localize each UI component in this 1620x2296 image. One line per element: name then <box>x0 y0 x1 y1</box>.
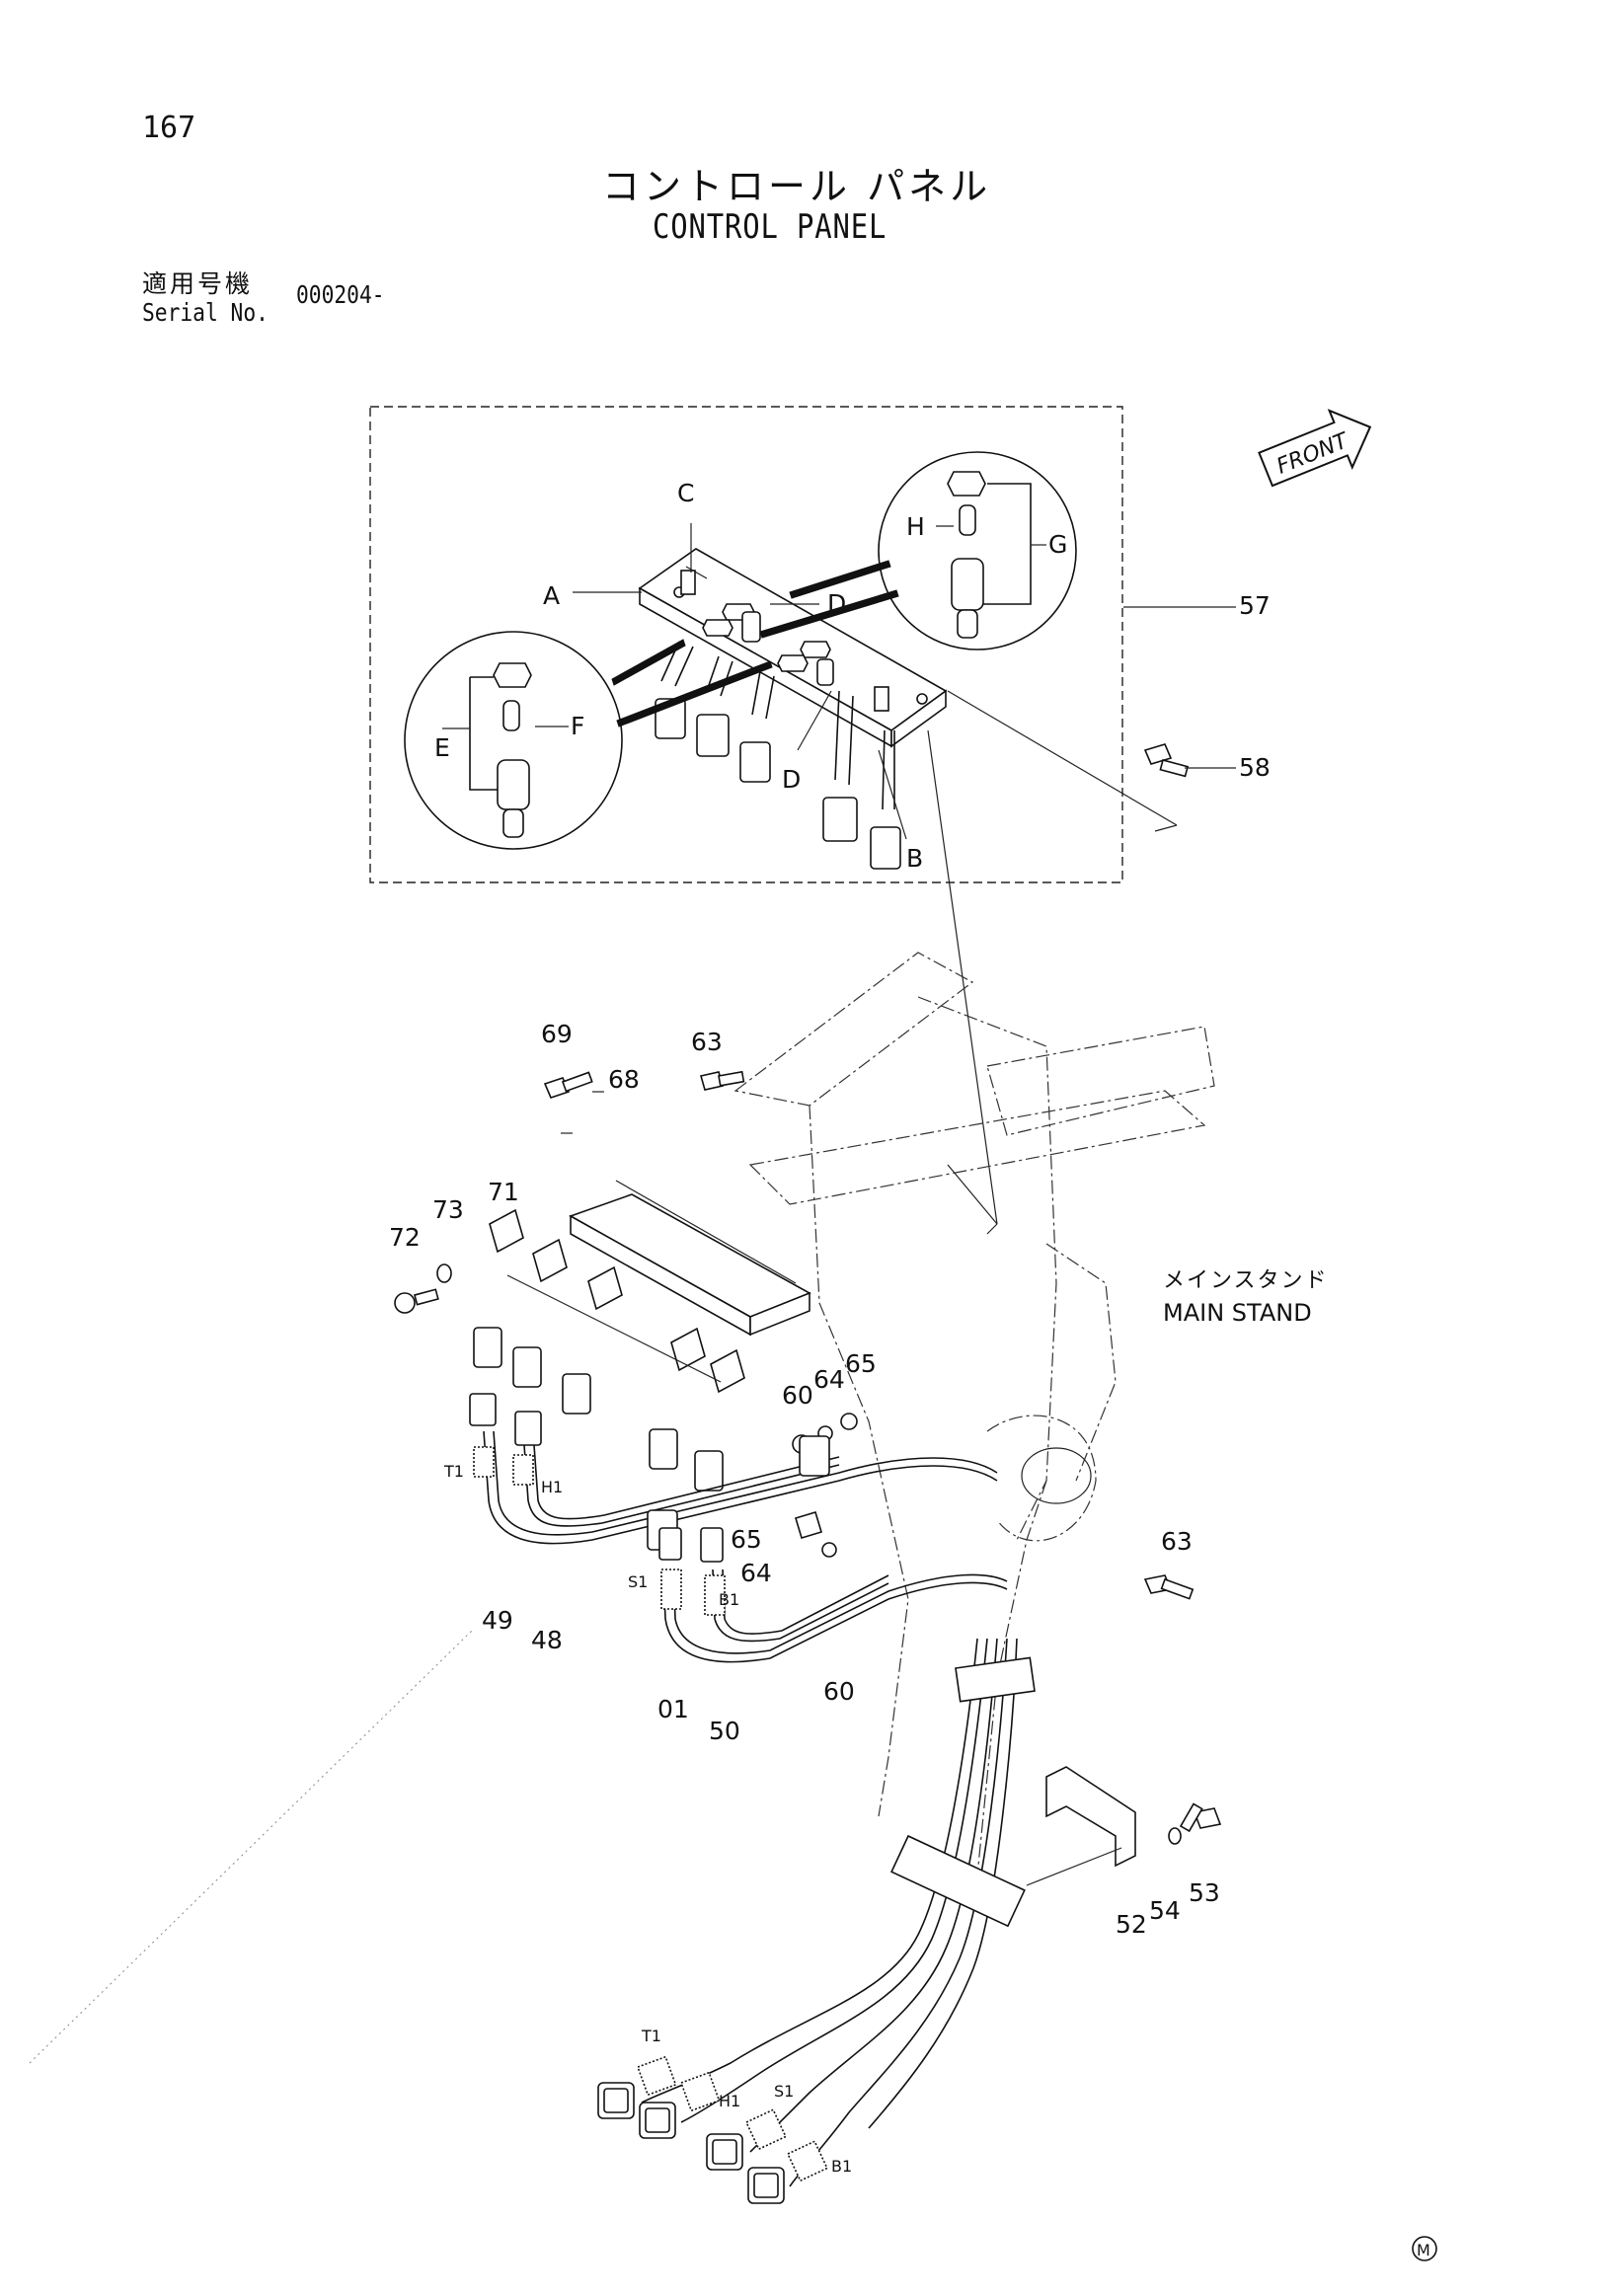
part-53: 53 <box>1189 1878 1220 1907</box>
part-65-upper: 65 <box>845 1349 877 1378</box>
wire-clips <box>489 1208 745 1394</box>
part-63-upper: 63 <box>691 1028 723 1056</box>
part-49: 49 <box>482 1606 513 1635</box>
part-57: 57 <box>1239 591 1271 620</box>
serial-label-english: Serial No. <box>142 298 269 327</box>
part-71: 71 <box>488 1178 519 1206</box>
detail-circle-right <box>878 451 1077 651</box>
part-73: 73 <box>432 1195 464 1224</box>
page-number: 167 <box>142 111 196 145</box>
part-54: 54 <box>1149 1896 1181 1925</box>
callout-a: A <box>543 581 560 610</box>
callout-g: G <box>1048 530 1067 559</box>
scan-artifact-line <box>29 1628 475 2064</box>
callout-h: H <box>906 512 925 541</box>
part-48: 48 <box>531 1626 563 1654</box>
detail-leaders <box>611 560 899 727</box>
part-65-lower: 65 <box>731 1525 762 1554</box>
footer-circle-icon <box>1412 2236 1437 2261</box>
end-connectors <box>597 2055 828 2204</box>
wire-tag-t1-upper: T1 <box>443 1462 464 1481</box>
part-50: 50 <box>709 1717 740 1745</box>
part-64-upper: 64 <box>813 1365 845 1394</box>
detail-box <box>369 406 1123 883</box>
part-68: 68 <box>608 1065 640 1094</box>
part-01: 01 <box>657 1695 689 1723</box>
harness-lower <box>658 1527 1008 1663</box>
main-stand-label-english: MAIN STAND <box>1163 1299 1312 1327</box>
page-title-english: CONTROL PANEL <box>653 207 887 247</box>
bracket-connectors <box>473 1327 724 1492</box>
serial-label-japanese: 適用号機 <box>142 269 254 298</box>
part-63-lower: 63 <box>1161 1527 1193 1556</box>
callout-d-lower: D <box>782 765 801 794</box>
serial-number-value: 000204- <box>296 280 385 309</box>
part-72: 72 <box>389 1223 421 1252</box>
part-60-upper: 60 <box>782 1381 813 1410</box>
part-number-labels: 57 58 63 63 69 68 71 72 73 60 64 65 65 6… <box>389 591 1271 1939</box>
part-58: 58 <box>1239 753 1271 782</box>
leader-lines <box>442 523 1236 1225</box>
bracket-68 <box>569 1193 811 1337</box>
switch-assembly-left <box>469 662 532 838</box>
main-stand-label-japanese: メインスタンド <box>1163 1268 1329 1293</box>
callout-f: F <box>571 712 584 740</box>
wire-tag-s1-lower: S1 <box>774 2082 794 2101</box>
part-52: 52 <box>1116 1910 1147 1939</box>
part-69: 69 <box>541 1020 573 1048</box>
wire-tag-b1-upper: B1 <box>719 1590 739 1609</box>
wire-tag-h1-lower: H1 <box>719 2092 740 2110</box>
part-64-lower: 64 <box>740 1559 772 1587</box>
wire-tag-h1-upper: H1 <box>541 1478 563 1496</box>
front-arrow-icon: FRONT <box>1258 409 1372 488</box>
footer-mark: M <box>1417 2241 1430 2259</box>
wire-tag-labels: T1 H1 S1 B1 T1 H1 S1 B1 <box>443 1462 852 2176</box>
bracket-leaders <box>506 1091 797 1383</box>
callout-c: C <box>677 479 694 507</box>
harness-bundle <box>641 1638 1136 2187</box>
part-60-lower: 60 <box>823 1677 855 1706</box>
switch-assembly-right <box>947 471 1032 639</box>
callout-d-upper: D <box>827 589 846 618</box>
detail-circle-left <box>404 631 623 850</box>
main-stand-frame <box>733 952 1215 1876</box>
callout-b: B <box>906 844 923 873</box>
page-title-japanese: コントロール パネル <box>602 165 992 208</box>
letter-labels: C A D D B E F G H <box>434 479 1067 873</box>
wire-tag-t1-lower: T1 <box>641 2027 661 2045</box>
wire-tag-b1-lower: B1 <box>831 2157 852 2176</box>
wire-tag-s1-upper: S1 <box>628 1572 648 1591</box>
bolt-58 <box>1143 743 1190 778</box>
callout-e: E <box>434 733 450 762</box>
